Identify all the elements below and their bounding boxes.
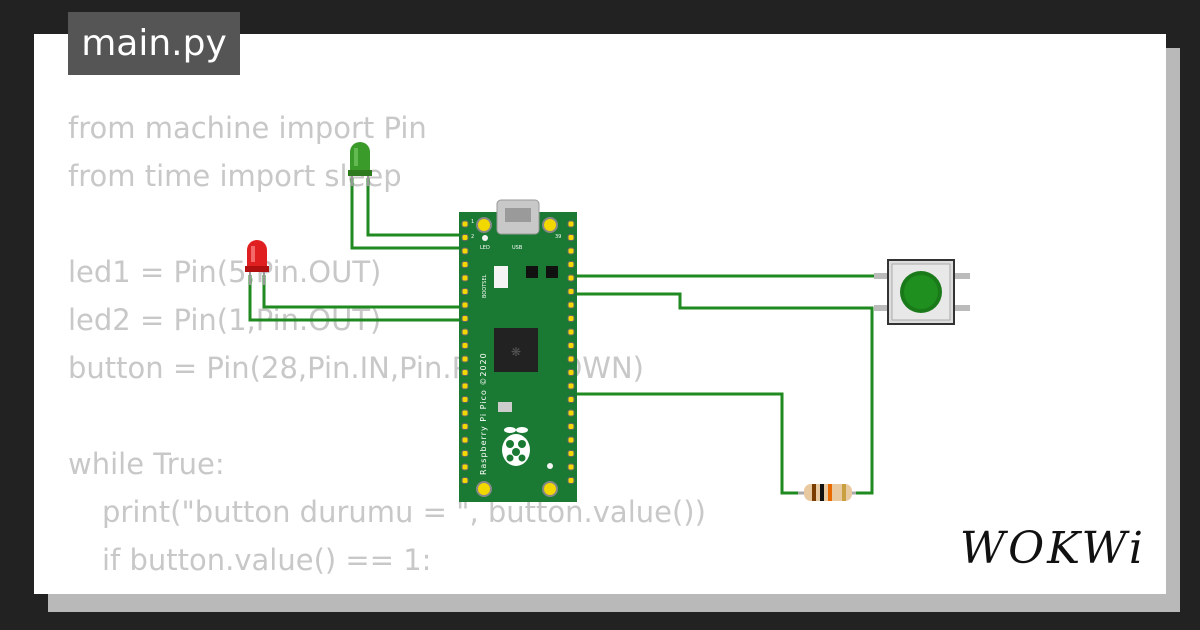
project-card[interactable]: from machine import Pin from time import … [34, 34, 1166, 594]
header-pin [461, 234, 469, 241]
header-pin [567, 355, 575, 363]
flash-chip [498, 402, 512, 412]
chip [546, 266, 558, 278]
code-line: from time import sleep [68, 159, 402, 193]
header-pin [461, 382, 469, 390]
header-pin [567, 423, 575, 430]
mount-hole [542, 481, 558, 497]
pushbutton[interactable] [874, 259, 970, 325]
raspberry-logo-icon [502, 427, 530, 466]
header-pin [461, 274, 469, 282]
board-label-bootsel: BOOTSEL [482, 274, 488, 298]
header-pin [461, 301, 469, 309]
header-pin [461, 288, 469, 295]
header-pin [461, 369, 469, 376]
header-pin [567, 288, 575, 295]
led-red[interactable] [245, 240, 269, 285]
header-pin [567, 477, 575, 484]
header-pin [567, 342, 575, 349]
header-pin [461, 436, 469, 444]
code-line: led1.value(1) [68, 584, 706, 594]
mount-hole [476, 217, 492, 233]
wires [248, 178, 888, 495]
header-pin [567, 382, 575, 390]
wire-button-2 [566, 292, 874, 495]
header-pin [461, 463, 469, 471]
header-pin [461, 355, 469, 363]
header-pin [461, 261, 469, 268]
header-pin [461, 423, 469, 430]
code-preview: from machine import Pin from time import … [68, 104, 706, 594]
pin-number-2: 2 [471, 234, 474, 240]
pin-number-39: 39 [555, 234, 561, 240]
header-pin [567, 436, 575, 444]
resistor[interactable] [798, 484, 856, 501]
header-pin [461, 450, 469, 457]
code-line: if button.value() == 1: [102, 543, 432, 577]
header-pin [567, 220, 575, 228]
header-pin [567, 450, 575, 457]
header-pin [567, 247, 575, 255]
wire-resistor [566, 392, 802, 495]
mount-hole [476, 481, 492, 497]
board-label-usb: USB [512, 245, 523, 251]
header-pin [567, 396, 575, 403]
header-pin [567, 409, 575, 417]
wokwi-logo[interactable]: WOKWi [959, 523, 1146, 574]
chip [526, 266, 538, 278]
file-tab[interactable]: main.py [68, 12, 240, 75]
header-pin [567, 315, 575, 322]
header-pin [567, 463, 575, 471]
bootsel-button [494, 266, 508, 288]
header-pin [461, 409, 469, 417]
code-line: print("button durumu = ", button.value()… [102, 495, 706, 529]
pin-number-1: 1 [471, 219, 474, 225]
test-point [547, 463, 553, 469]
code-line: from machine import Pin [68, 111, 427, 145]
code-line: led1 = Pin(5,Pin.OUT) [68, 255, 382, 289]
header-pin [567, 234, 575, 241]
wire-green-led [350, 178, 472, 250]
pico-board[interactable]: ❋ LED USB 1 2 39 BOOTSEL Raspberry Pi Pi… [459, 199, 577, 502]
wire-red-led-2 [262, 275, 472, 309]
header-pin [461, 342, 469, 349]
pin-row-right [567, 220, 575, 484]
header-pin [567, 328, 575, 336]
header-pin [461, 315, 469, 322]
wire-green-led-2 [366, 178, 472, 237]
header-pin [567, 274, 575, 282]
header-pin [567, 301, 575, 309]
header-pin [461, 328, 469, 336]
header-pin [461, 477, 469, 484]
led-green[interactable] [348, 142, 372, 186]
header-pin [461, 396, 469, 403]
svg-text:❋: ❋ [511, 345, 521, 359]
rp2040-chip [494, 328, 538, 372]
pin-row-left [461, 220, 469, 484]
header-pin [567, 261, 575, 268]
header-pin [461, 247, 469, 255]
header-pin [461, 220, 469, 228]
header-pin [567, 369, 575, 376]
circuit-diagram: ❋ LED USB 1 2 39 BOOTSEL Raspberry Pi Pi… [245, 142, 970, 502]
mount-hole [542, 217, 558, 233]
led-indicator [482, 235, 488, 241]
board-label-led: LED [480, 245, 490, 251]
wire-red-led [248, 275, 472, 322]
board-name: Raspberry Pi Pico ©2020 [479, 352, 488, 475]
code-line: while True: [68, 447, 225, 481]
